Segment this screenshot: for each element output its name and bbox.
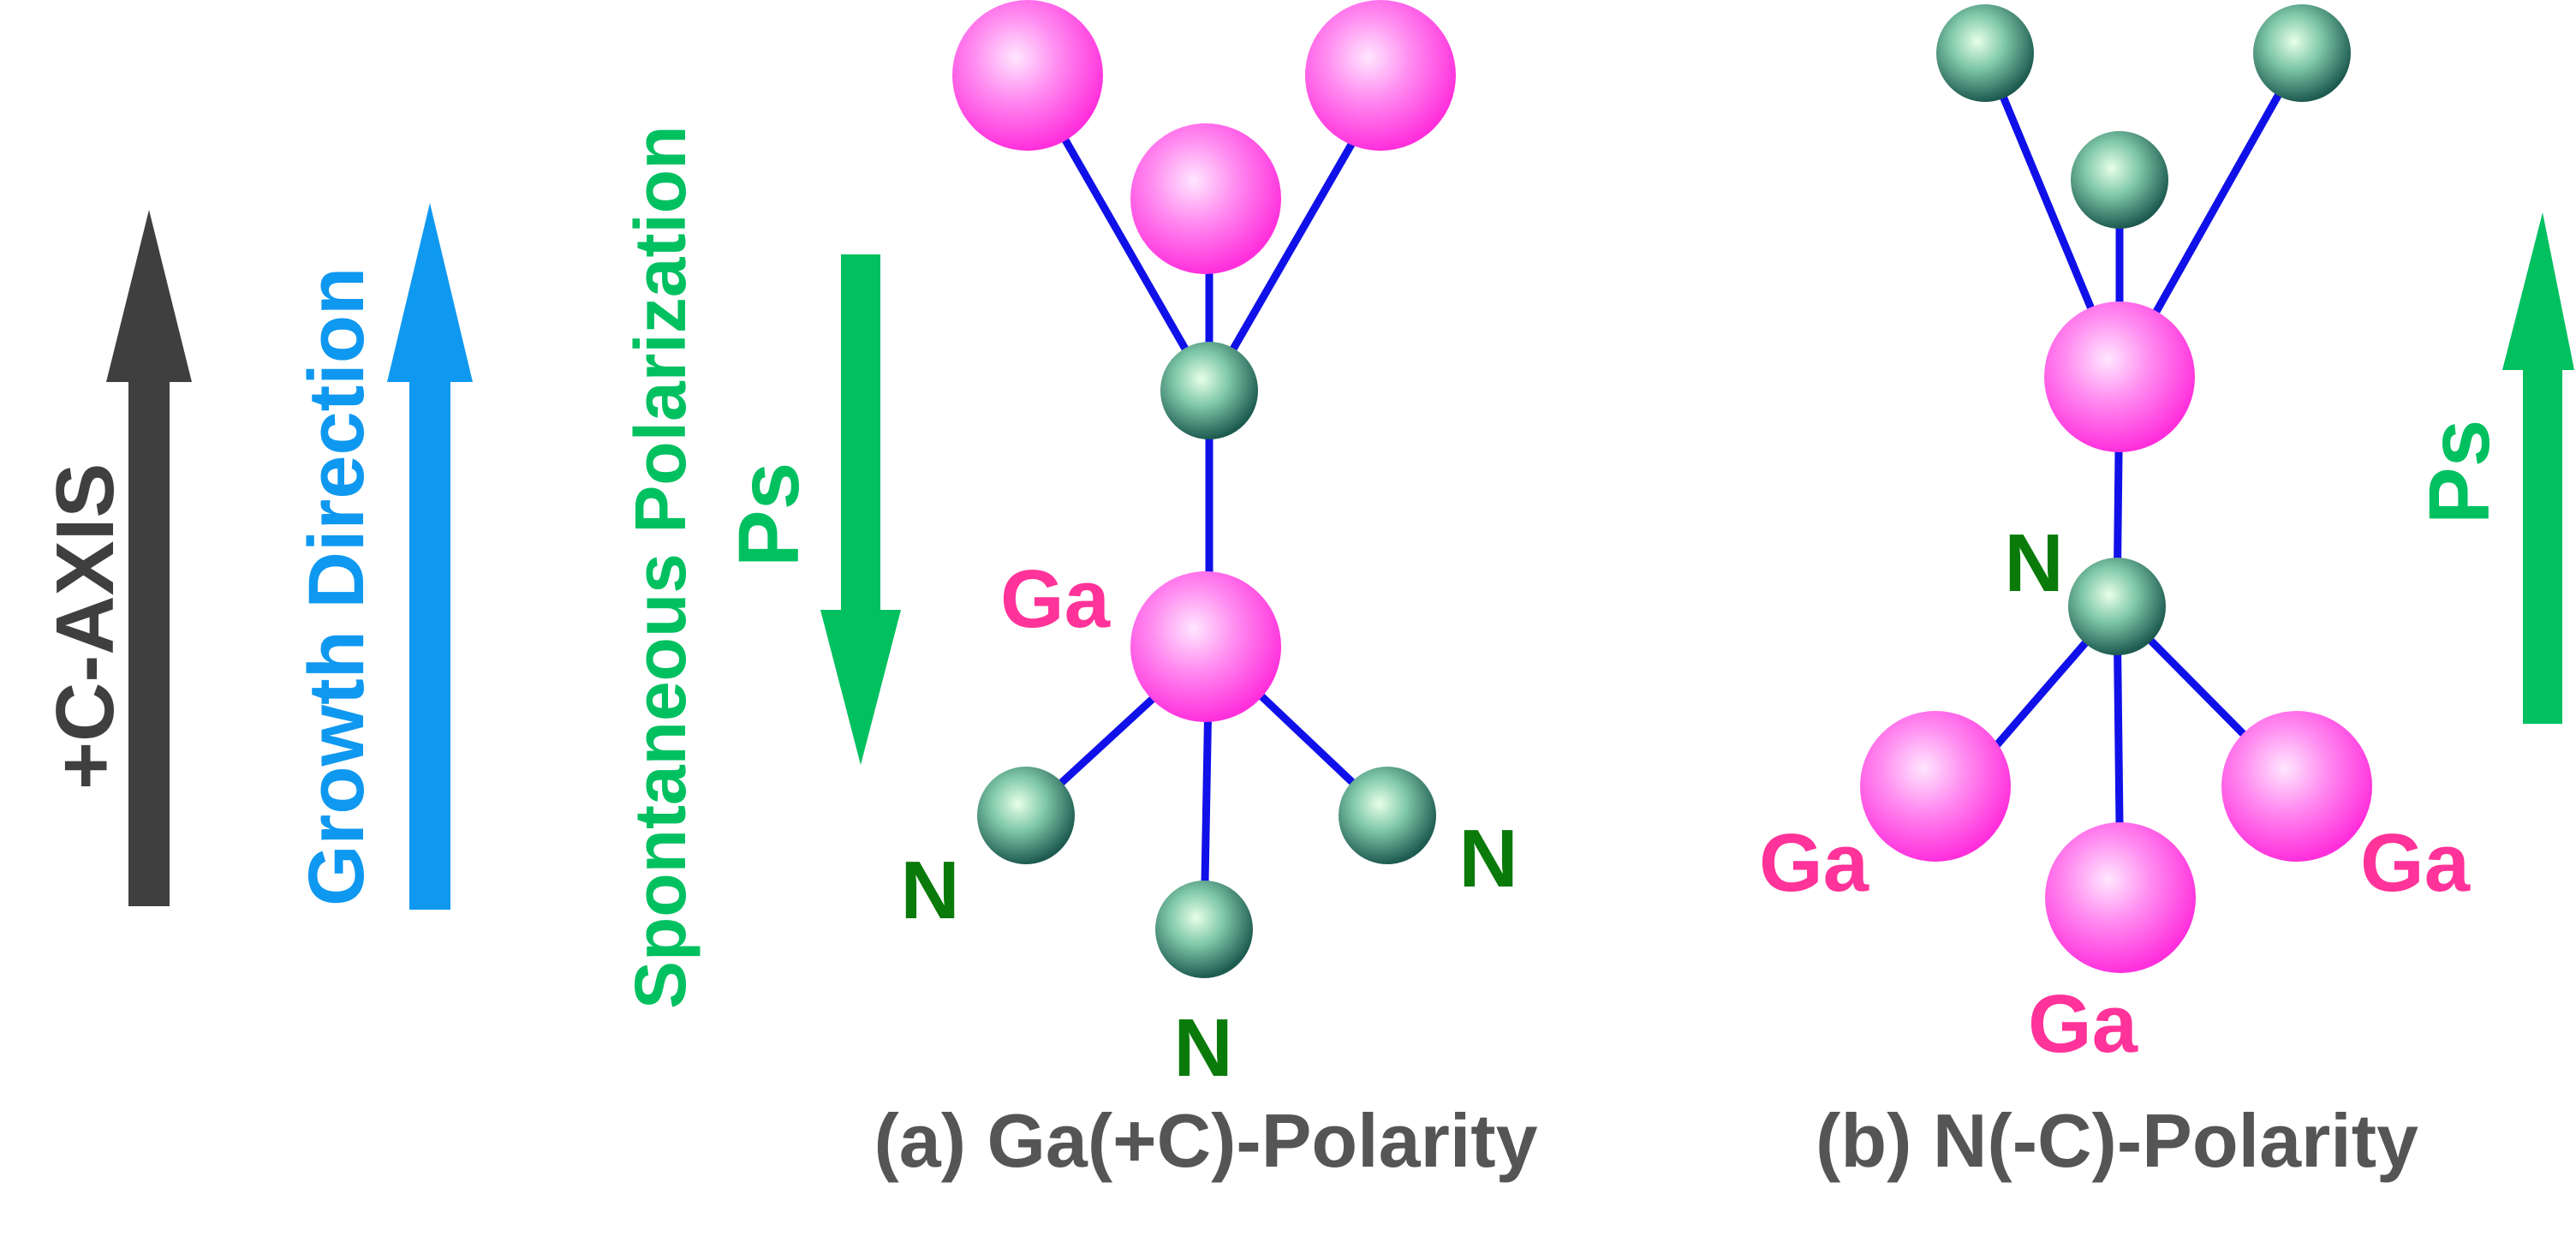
- ga-atom: [2045, 822, 2196, 973]
- c-axis-label: +C-AXIS: [39, 463, 131, 790]
- n-label-b: N: [2004, 517, 2063, 609]
- ga-atom: [1130, 123, 1281, 274]
- polarization-arrow-b: [2502, 212, 2574, 724]
- n-label-a-right: N: [1458, 813, 1518, 905]
- spontaneous-polarization-label: Spontaneous Polarization: [620, 126, 701, 1009]
- n-atom: [1155, 881, 1253, 978]
- n-atom: [977, 767, 1075, 864]
- n-atom: [2071, 131, 2168, 229]
- ga-atom: [1305, 0, 1456, 151]
- ga-label-b-left: Ga: [1759, 817, 1869, 909]
- panel-b-structure: [1860, 4, 2372, 973]
- polarization-arrow-b-shaft: [2523, 364, 2562, 724]
- n-label-a-bottom: N: [1173, 1002, 1232, 1094]
- c-axis-arrow-shaft: [128, 377, 170, 906]
- growth-direction-arrow: [387, 203, 473, 910]
- ga-atom: [2044, 302, 2195, 452]
- ga-atom: [1130, 571, 1281, 722]
- ga-atom: [952, 0, 1103, 151]
- panel-a-caption: (a) Ga(+C)-Polarity: [874, 1098, 1537, 1183]
- up-arrow-icon: [2502, 212, 2574, 370]
- ps-label-a: Ps: [721, 463, 817, 567]
- c-axis-arrow: [106, 210, 192, 906]
- n-atom: [1936, 4, 2034, 102]
- up-arrow-icon: [387, 203, 473, 382]
- growth-direction-label: Growth Direction: [293, 267, 380, 906]
- up-arrow-icon: [106, 210, 192, 382]
- n-atom: [2253, 4, 2351, 102]
- polarization-arrow-a: [820, 254, 901, 765]
- ga-atom: [1860, 711, 2011, 862]
- growth-arrow-shaft: [409, 377, 450, 910]
- n-atom: [1160, 342, 1258, 439]
- n-atom: [1339, 767, 1436, 864]
- ps-label-b: Ps: [2412, 420, 2507, 524]
- down-arrow-icon: [820, 610, 901, 765]
- n-label-a-left: N: [900, 845, 959, 936]
- ga-label-b-right: Ga: [2360, 817, 2471, 909]
- panel-b-caption: (b) N(-C)-Polarity: [1816, 1098, 2418, 1183]
- ga-atom: [2221, 711, 2372, 862]
- polarization-arrow-a-shaft: [841, 254, 880, 616]
- ga-label-a: Ga: [1000, 553, 1111, 645]
- ga-label-b-bottom: Ga: [2028, 978, 2138, 1070]
- n-atom: [2068, 558, 2166, 655]
- panel-a-structure: [952, 0, 1456, 978]
